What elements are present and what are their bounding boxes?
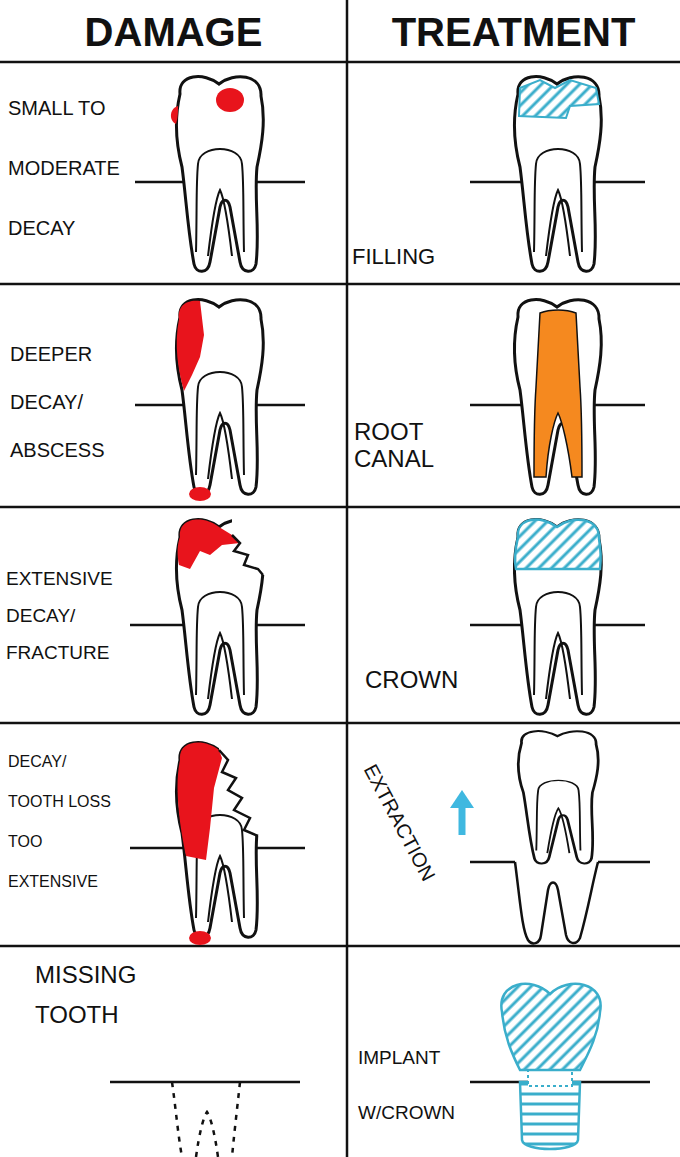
abscessed-tooth	[176, 300, 263, 501]
damage-label: DEEPER DECAY/ ABSCESS	[10, 330, 122, 474]
tooth-pulp	[196, 372, 244, 479]
column-header: TREATMENT	[347, 10, 680, 54]
tooth-outline	[514, 77, 601, 272]
row-divider	[0, 61, 680, 64]
damage-label: DECAY/ TOOTH LOSS TOO EXTENSIVE	[8, 742, 120, 902]
crowned-tooth	[514, 520, 601, 715]
decay-spot	[171, 106, 178, 124]
filling	[519, 80, 599, 118]
damage-label: MISSING TOOTH	[35, 955, 165, 1035]
tooth-outline	[176, 77, 263, 272]
treatment-label: FILLING	[352, 244, 472, 270]
treatment-label: ROOT CANAL	[354, 418, 454, 472]
treatment-label: CROWN	[365, 666, 485, 694]
gum-line	[110, 1081, 300, 1084]
decay-area	[178, 520, 240, 569]
gum-line	[470, 861, 515, 864]
tooth-pulp	[196, 149, 244, 256]
tooth-pulp	[534, 149, 582, 256]
missing-tooth-outline	[172, 1082, 240, 1157]
implant-screw	[520, 1082, 580, 1149]
root-canal-tooth	[514, 300, 601, 495]
row-divider	[0, 722, 680, 725]
decay-area	[178, 743, 222, 860]
decay-spot	[216, 88, 244, 112]
missing-part	[219, 732, 274, 836]
tooth-outline	[176, 300, 263, 495]
fractured-tooth	[176, 509, 274, 714]
tooth-outline	[518, 731, 598, 863]
extracted-tooth	[518, 731, 598, 863]
gum-lines	[110, 182, 650, 1082]
gum-line	[598, 861, 650, 864]
column-divider	[346, 0, 349, 1157]
lost-tooth	[176, 732, 274, 945]
row-divider	[0, 945, 680, 948]
abscess	[189, 487, 211, 501]
tooth-pulp	[536, 780, 580, 853]
fracture-edge	[232, 535, 263, 575]
fracture-edge	[219, 750, 258, 836]
treatment-label: EXTRACTION	[359, 760, 441, 885]
row-divider	[0, 506, 680, 509]
empty-socket	[515, 862, 598, 943]
column-header: DAMAGE	[0, 10, 347, 54]
implant-crown	[501, 984, 600, 1070]
implant	[501, 984, 600, 1149]
fracture-gap	[232, 509, 274, 575]
treatment-label: IMPLANT W/CROWN	[358, 1030, 458, 1140]
arrow-shaft	[459, 805, 466, 835]
row-divider	[0, 283, 680, 286]
up-arrow	[450, 790, 474, 835]
tooth-outline	[514, 520, 601, 715]
abscess	[189, 931, 211, 945]
tooth-outline	[514, 300, 601, 495]
tooth-pulp	[534, 592, 582, 699]
arrow-head	[450, 790, 474, 808]
decayed-tooth	[171, 77, 263, 272]
damage-label: EXTENSIVE DECAY/ FRACTURE	[6, 560, 146, 671]
tooth-pulp	[196, 592, 244, 699]
crown-cap	[515, 520, 601, 569]
filled-tooth	[514, 77, 601, 272]
damage-label: SMALL TO MODERATE DECAY	[8, 78, 158, 258]
decay-area	[177, 301, 204, 391]
root-canal-fill	[534, 310, 582, 477]
